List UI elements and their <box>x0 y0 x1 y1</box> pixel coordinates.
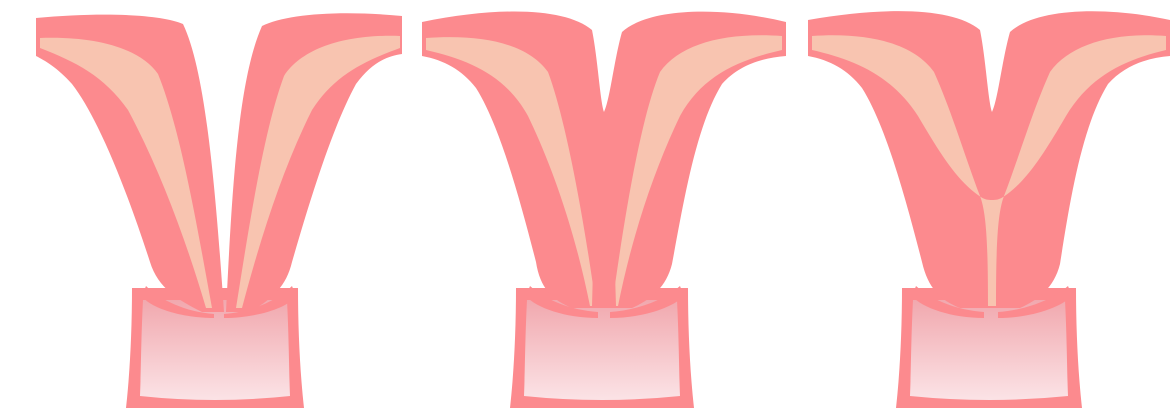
panel-partial-fused <box>422 12 786 408</box>
panel-y-shaped <box>808 11 1170 408</box>
panel-separate-horns <box>36 13 402 408</box>
canal-lumen <box>910 300 1068 400</box>
canal-lumen <box>140 300 290 400</box>
canal-lumen <box>524 300 680 400</box>
